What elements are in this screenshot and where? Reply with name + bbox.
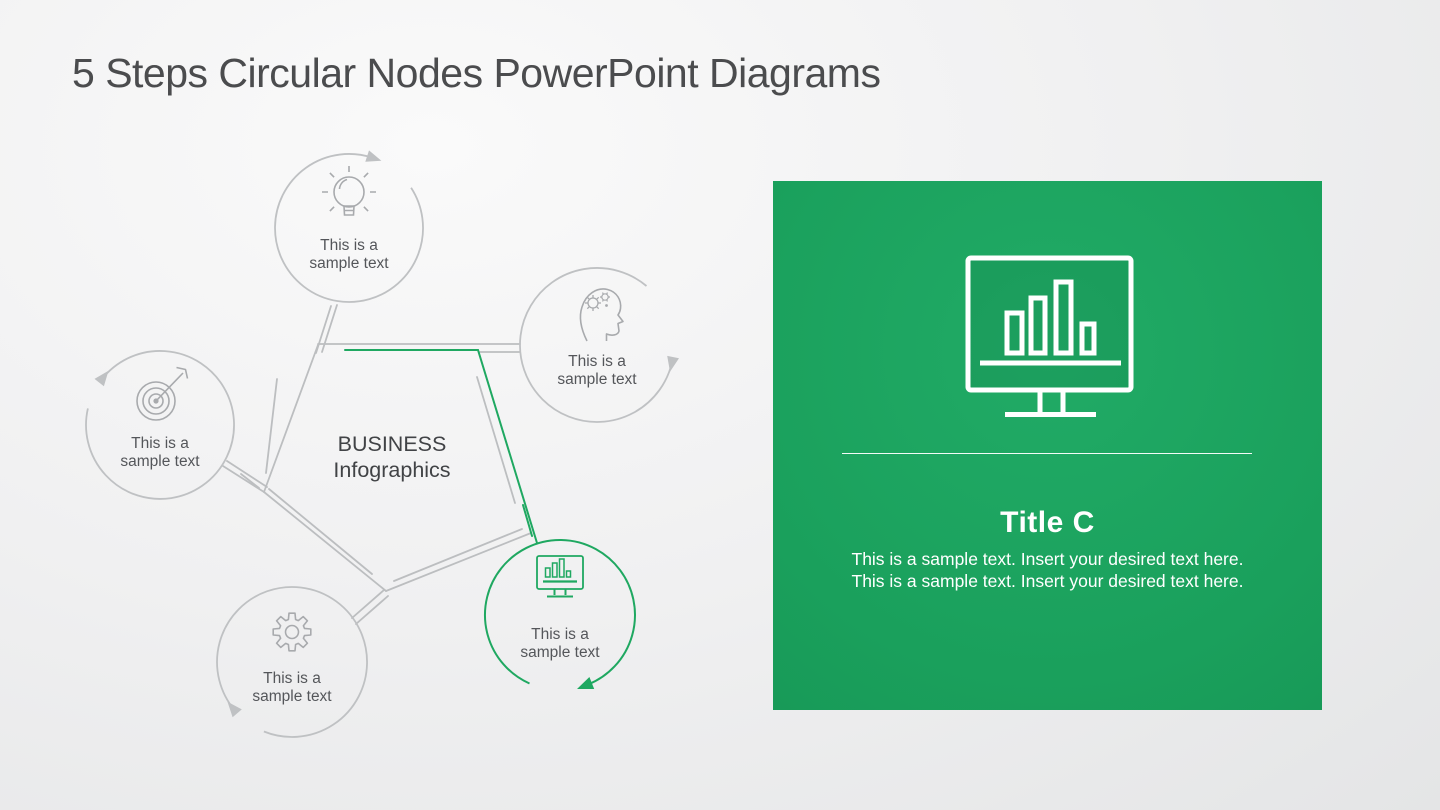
spoke-to-left-node-offset (226, 460, 268, 488)
panel-divider (842, 453, 1252, 454)
slide-title: 5 Steps Circular Nodes PowerPoint Diagra… (72, 50, 881, 96)
node-circle-arc (85, 350, 235, 500)
monitor-screen (965, 255, 1134, 393)
node-label-line2: sample text (252, 688, 332, 705)
monitor-chart-icon (536, 555, 584, 598)
arrowhead (94, 370, 109, 387)
pentagon-edges (222, 304, 532, 625)
node-label-line1: This is a (131, 435, 189, 452)
center-label-line1: BUSINESS (338, 432, 447, 456)
pentagon-edge-bottom-right-offset (393, 528, 523, 582)
node-label-line1: This is a (263, 670, 321, 687)
spoke-to-top-node-offset (315, 305, 332, 354)
node-thinking: This is a sample text (519, 267, 679, 423)
center-label: BUSINESS Infographics (333, 432, 450, 482)
pentagon-edge-bottom-left-offset (268, 488, 373, 575)
spoke-to-bottom-node-offset (355, 595, 389, 625)
spoke-to-bottom-node (351, 589, 385, 619)
chart-bars (1004, 279, 1097, 356)
panel-title: Title C (1000, 506, 1095, 539)
monitor-stand (1005, 392, 1096, 417)
spoke-to-top-node (321, 304, 338, 353)
arrowhead (365, 150, 382, 162)
node-circle-arc (216, 586, 368, 738)
pentagon-edge-bottom-right (385, 532, 532, 592)
detail-panel: Title C This is a sample text. Insert yo… (773, 181, 1322, 710)
pentagon-edge-overshoot (240, 473, 260, 489)
panel-body-text: This is a sample text. Insert your desir… (851, 549, 1244, 591)
arrowhead (577, 677, 595, 689)
head-gears-icon (579, 288, 624, 342)
node-label-line1: This is a (320, 237, 378, 254)
node-label-line1: This is a (568, 353, 626, 370)
node-analytics: This is a sample text (483, 539, 636, 689)
pentagon-edge-left (263, 344, 319, 493)
node-process: This is a sample text (216, 586, 368, 738)
monitor-bar-chart-icon (965, 255, 1134, 417)
node-circle-arc (519, 267, 674, 423)
target-icon (136, 366, 189, 421)
center-label-line2: Infographics (333, 458, 450, 482)
highlight-edge-offset (522, 504, 533, 537)
arrowhead (227, 701, 242, 718)
node-label-line2: sample text (557, 371, 637, 388)
node-targeting: This is a sample text (85, 350, 235, 500)
pentagon-edge-left-offset (265, 378, 278, 474)
node-label-line2: sample text (309, 255, 389, 272)
node-idea: This is a sample text (274, 150, 424, 303)
node-circle-arc (274, 153, 424, 303)
lightbulb-icon (322, 166, 376, 216)
pentagon-edge-bottom-left (263, 491, 387, 592)
spoke-to-left-node (222, 465, 265, 493)
highlight-path (344, 349, 538, 544)
highlight-edge (344, 349, 538, 544)
node-label-line2: sample text (120, 453, 200, 470)
arrowhead (667, 355, 679, 372)
gear-icon (272, 612, 312, 652)
node-circle-arc (483, 539, 636, 686)
node-label-line2: sample text (520, 644, 600, 661)
pentagon-edge-right-inner (476, 376, 516, 504)
node-label-line1: This is a (531, 626, 589, 643)
